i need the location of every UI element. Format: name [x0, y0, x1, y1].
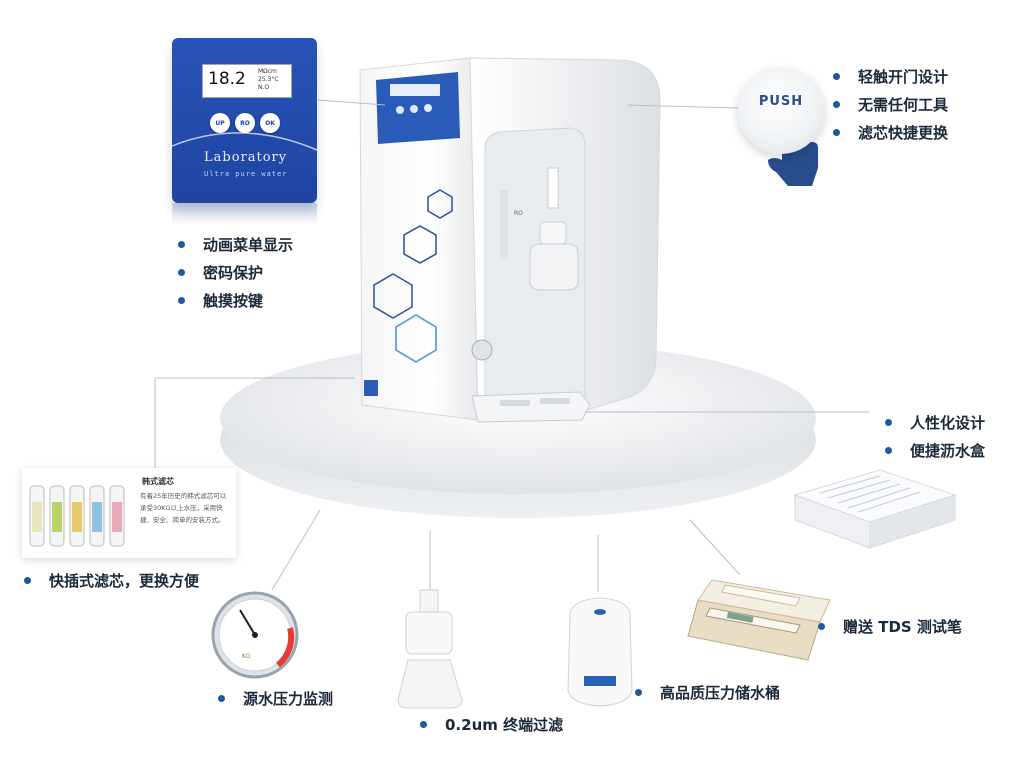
lcd-unit-1: MΩcm: [258, 68, 277, 75]
drip-tray: [471, 391, 591, 423]
tray-feature-2: 便捷沥水盒: [885, 440, 985, 461]
panel-tagline: Ultra pure water: [204, 170, 288, 178]
tds-feature: 赠送 TDS 测试笔: [818, 616, 962, 637]
bullet-icon: [885, 447, 892, 454]
push-button-illustration: [738, 68, 824, 154]
terminal-feature: 0.2um 终端过滤: [420, 714, 563, 735]
push-feature-1: 轻触开门设计: [833, 66, 948, 87]
bullet-icon: [178, 269, 185, 276]
bullet-icon: [635, 689, 642, 696]
push-label: PUSH: [758, 94, 804, 109]
filter-card-desc: 有着25年历史的韩式滤芯可以承受30KG以上水压，采用快捷、安全、简单的安装方式…: [140, 492, 227, 524]
bullet-icon: [218, 695, 225, 702]
terminal-filter: [397, 589, 463, 709]
bullet-icon: [420, 721, 427, 728]
hexagon-decor: [373, 189, 453, 319]
bullet-icon: [818, 623, 825, 630]
svg-text:RO: RO: [514, 210, 523, 217]
up-button[interactable]: UP: [210, 113, 230, 133]
lcd-display: 18.2 MΩcm 25.3°C N.O: [202, 64, 292, 98]
bullet-icon: [178, 241, 185, 248]
control-panel-closeup: 18.2 MΩcm 25.3°C N.O UP RO OK Laboratory…: [172, 38, 317, 203]
ok-button[interactable]: OK: [260, 113, 280, 133]
panel-feature-2: 密码保护: [178, 262, 263, 283]
bullet-icon: [178, 297, 185, 304]
bullet-icon: [24, 577, 31, 584]
bullet-icon: [885, 419, 892, 426]
filter-cartridges-image: [29, 485, 125, 547]
bullet-icon: [833, 101, 840, 108]
lcd-reading: 18.2: [208, 69, 246, 89]
panel-feature-1: 动画菜单显示: [178, 234, 293, 255]
drip-box: [793, 469, 957, 549]
panel-feature-3: 触摸按键: [178, 290, 263, 311]
lcd-unit-3: N.O: [258, 84, 270, 91]
filter-info-card: 韩式滤芯 有着25年历史的韩式滤芯可以承受30KG以上水压，采用快捷、安全、简单…: [22, 468, 236, 558]
pressure-tank: [567, 597, 633, 707]
svg-text:KG: KG: [242, 653, 251, 660]
ro-button[interactable]: RO: [235, 113, 255, 133]
pressure-gauge: KG: [211, 591, 299, 679]
machine-control-panel: [376, 72, 460, 144]
tank-feature: 高品质压力储水桶: [635, 682, 780, 703]
panel-reflection: [172, 203, 317, 225]
bullet-icon: [833, 73, 840, 80]
panel-swoosh: [172, 132, 317, 151]
filter-feature: 快插式滤芯，更换方便: [24, 570, 199, 591]
lcd-unit-2: 25.3°C: [258, 76, 279, 83]
panel-brand: Laboratory: [204, 150, 288, 165]
bullet-icon: [833, 129, 840, 136]
tds-pen-box: [687, 579, 831, 661]
tray-feature-1: 人性化设计: [885, 412, 985, 433]
gauge-feature: 源水压力监测: [218, 688, 333, 709]
push-feature-2: 无需任何工具: [833, 94, 948, 115]
filter-card-title: 韩式滤芯: [142, 477, 174, 486]
push-feature-3: 滤芯快捷更换: [833, 122, 948, 143]
